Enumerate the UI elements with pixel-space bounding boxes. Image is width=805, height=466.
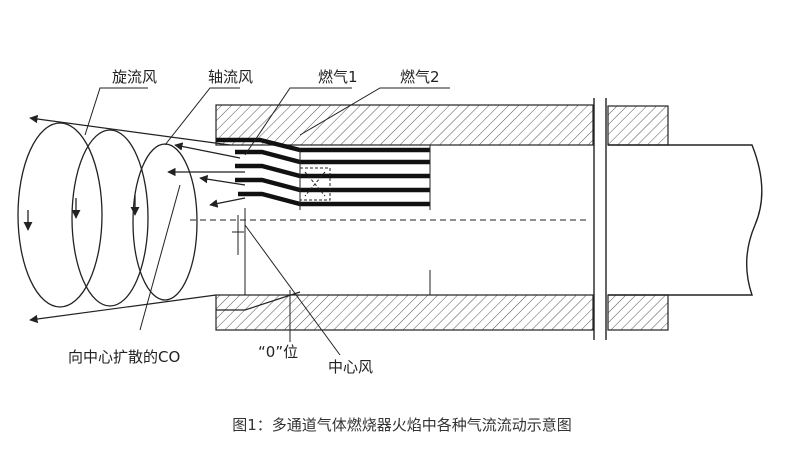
right-lower-flange [607, 294, 669, 331]
right-pipe-break [608, 144, 763, 296]
label-center-air: 中心风 [328, 358, 373, 376]
swirl-spiral [17, 122, 198, 308]
flow-arrows [29, 114, 246, 324]
center-nozzle-profile [216, 291, 301, 311]
label-fuel-gas-1: 燃气1 [318, 68, 358, 86]
right-upper-flange [607, 105, 669, 146]
label-co-diffusion: 向中心扩散的CO [68, 348, 180, 366]
fuel-channel-lines [216, 137, 430, 207]
lower-pipe-wall [215, 294, 594, 331]
fuel-channel-thin-lines [244, 145, 431, 295]
figure-caption: 图1：多通道气体燃烧器火焰中各种气流流动示意图 [232, 416, 572, 434]
label-zero-position: “0”位 [258, 343, 298, 361]
upper-pipe-wall [215, 104, 594, 146]
label-axial-air: 轴流风 [208, 68, 253, 86]
leader-lines [84, 87, 450, 356]
label-swirl-air: 旋流风 [112, 68, 157, 86]
label-fuel-gas-2: 燃气2 [400, 68, 440, 86]
